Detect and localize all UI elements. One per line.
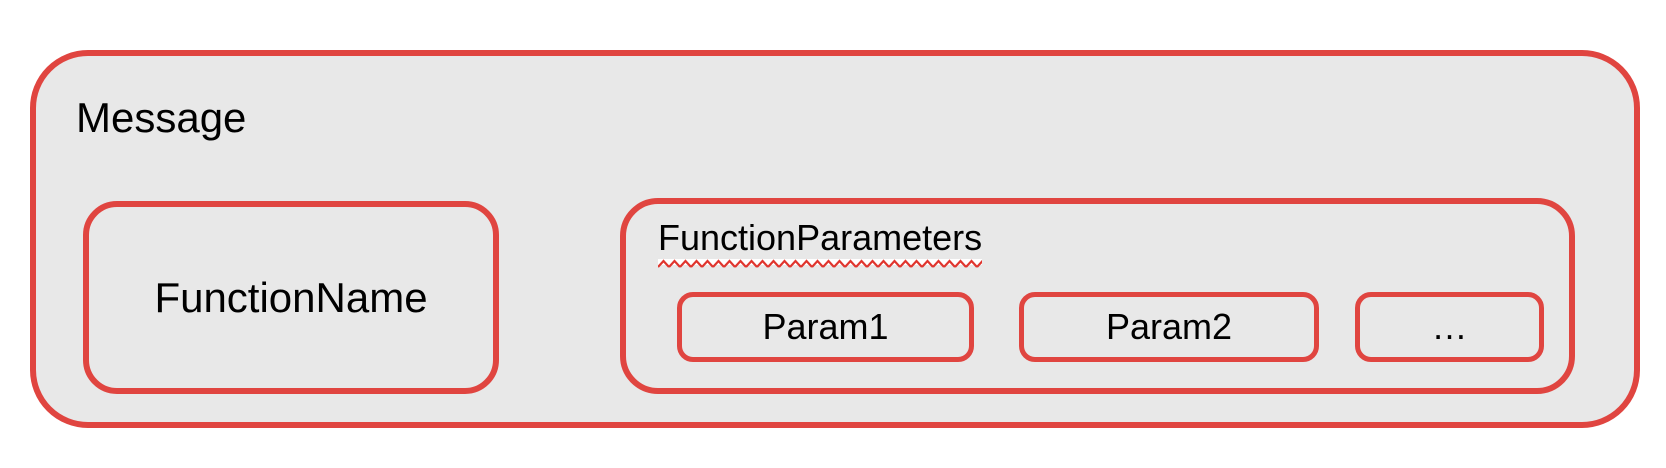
function-parameters-heading: FunctionParameters xyxy=(658,216,983,270)
param2-box: Param2 xyxy=(1019,292,1319,362)
param2-label: Param2 xyxy=(1105,306,1233,347)
function-name-box: FunctionName xyxy=(83,201,499,394)
param1-label: Param1 xyxy=(762,306,889,347)
param-ellipsis-box: … xyxy=(1355,292,1544,362)
function-parameters-label: FunctionParameters xyxy=(658,217,983,258)
message-box: Message FunctionName FunctionParameters xyxy=(30,50,1640,428)
param1-box: Param1 xyxy=(677,292,974,362)
parameters-row: Param1 Param2 … xyxy=(626,292,1569,362)
param-ellipsis-label: … xyxy=(1431,306,1468,347)
function-name-label: FunctionName xyxy=(154,273,428,321)
message-label: Message xyxy=(76,94,247,141)
spellcheck-squiggle-icon xyxy=(658,259,983,270)
function-parameters-box: FunctionParameters Param1 Param xyxy=(620,198,1575,394)
